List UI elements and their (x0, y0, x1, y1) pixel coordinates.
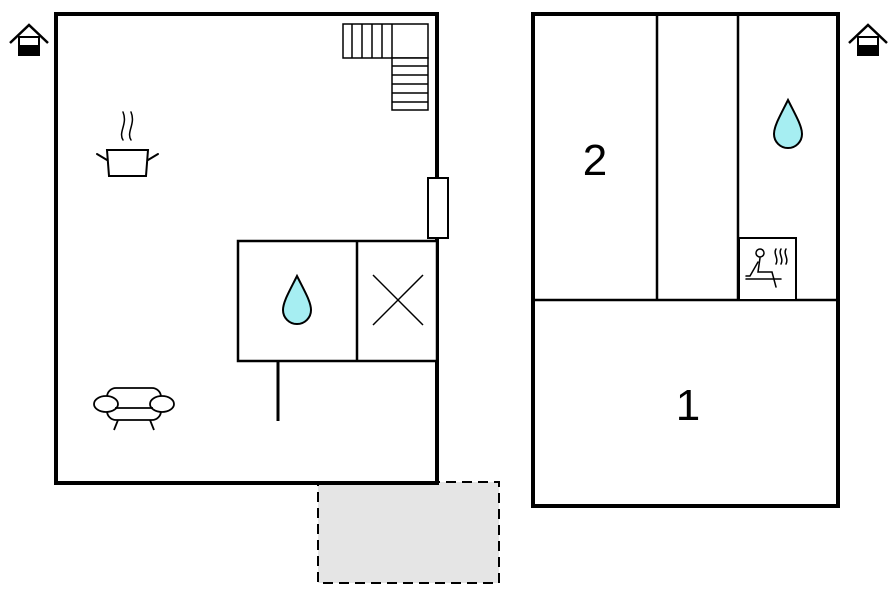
upper-floor: 2 1 (531, 12, 840, 508)
water-drop-icon (281, 273, 313, 325)
sofa-icon (93, 387, 175, 431)
kitchen-pot-icon (96, 111, 159, 177)
bathroom-block (236, 239, 439, 363)
room-label-2: 2 (583, 136, 607, 185)
water-drop-icon-upper (772, 97, 804, 149)
sauna-icon (738, 237, 797, 301)
toilet-x-icon (372, 274, 424, 326)
terrace-area (317, 481, 500, 584)
upper-floor-outer-wall (531, 12, 840, 508)
ground-floor (54, 12, 500, 584)
stairs-icon (342, 23, 429, 111)
door (427, 177, 449, 239)
house-entrance-icon (9, 23, 49, 56)
house-entrance-icon-right (848, 23, 888, 56)
room-label-1: 1 (676, 381, 700, 430)
